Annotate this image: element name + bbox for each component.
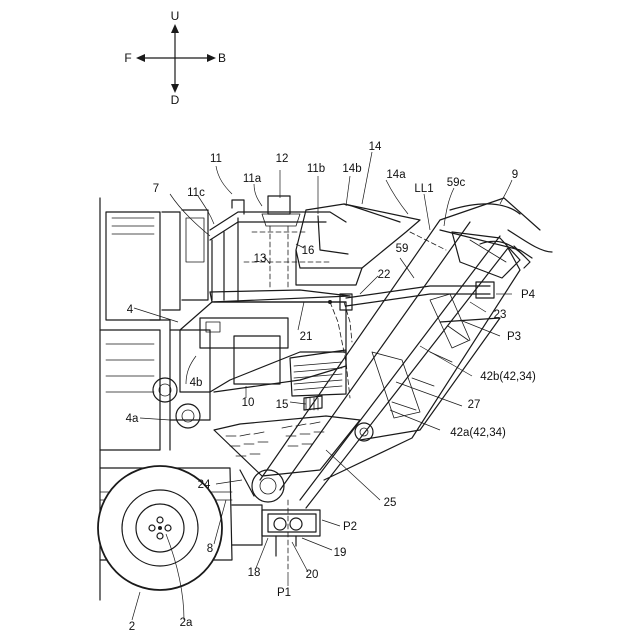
ref-label-11: 11 — [210, 153, 222, 165]
ref-label-P3: P3 — [507, 331, 521, 343]
ref-label-18: 18 — [248, 567, 261, 579]
ref-label-P2: P2 — [343, 521, 357, 533]
ref-label-9: 9 — [512, 169, 518, 181]
ref-label-11b: 11b — [307, 163, 325, 175]
lower-chute — [214, 416, 373, 502]
ref-label-25: 25 — [384, 497, 397, 509]
ref-label-4a: 4a — [126, 413, 139, 425]
direction-down-label: D — [171, 93, 180, 107]
ref-label-11a: 11a — [243, 173, 262, 185]
ref-label-LL1: LL1 — [414, 183, 433, 195]
middle-body — [180, 302, 346, 410]
ref-label-10: 10 — [242, 397, 255, 409]
ref-label-59c: 59c — [447, 177, 466, 189]
ref-label-P1: P1 — [277, 587, 291, 599]
chain — [328, 300, 352, 398]
ref-label-19: 19 — [334, 547, 347, 559]
ref-label-13: 13 — [254, 253, 267, 265]
ref-label-42a: 42a(42,34) — [450, 427, 506, 439]
ref-label-12: 12 — [276, 153, 289, 165]
ref-label-2: 2 — [129, 621, 135, 633]
ref-label-59: 59 — [396, 243, 409, 255]
ref-label-14a: 14a — [386, 169, 406, 181]
ref-label-22: 22 — [378, 269, 391, 281]
ref-label-14b: 14b — [342, 163, 361, 175]
ref-label-27: 27 — [468, 399, 481, 411]
ref-label-4b: 4b — [190, 377, 203, 389]
ref-label-24: 24 — [198, 479, 211, 491]
ref-label-15: 15 — [276, 399, 289, 411]
direction-front-label: F — [124, 51, 131, 65]
ref-label-16: 16 — [302, 245, 315, 257]
direction-back-label: B — [218, 51, 226, 65]
ref-label-7: 7 — [153, 183, 159, 195]
ref-label-4: 4 — [127, 304, 134, 316]
ref-label-42b: 42b(42,34) — [480, 371, 536, 383]
ref-label-11c: 11c — [187, 187, 205, 199]
ref-label-20: 20 — [306, 569, 319, 581]
hopper — [210, 204, 420, 302]
ref-label-23: 23 — [494, 309, 507, 321]
ref-label-P4: P4 — [521, 289, 536, 301]
ref-label-14: 14 — [369, 141, 382, 153]
ref-label-2a: 2a — [180, 617, 193, 629]
ref-label-21: 21 — [300, 331, 313, 343]
ref-label-8: 8 — [207, 543, 213, 555]
direction-up-label: U — [171, 9, 180, 23]
bottom-bracket — [262, 500, 320, 572]
direction-compass — [136, 24, 216, 93]
